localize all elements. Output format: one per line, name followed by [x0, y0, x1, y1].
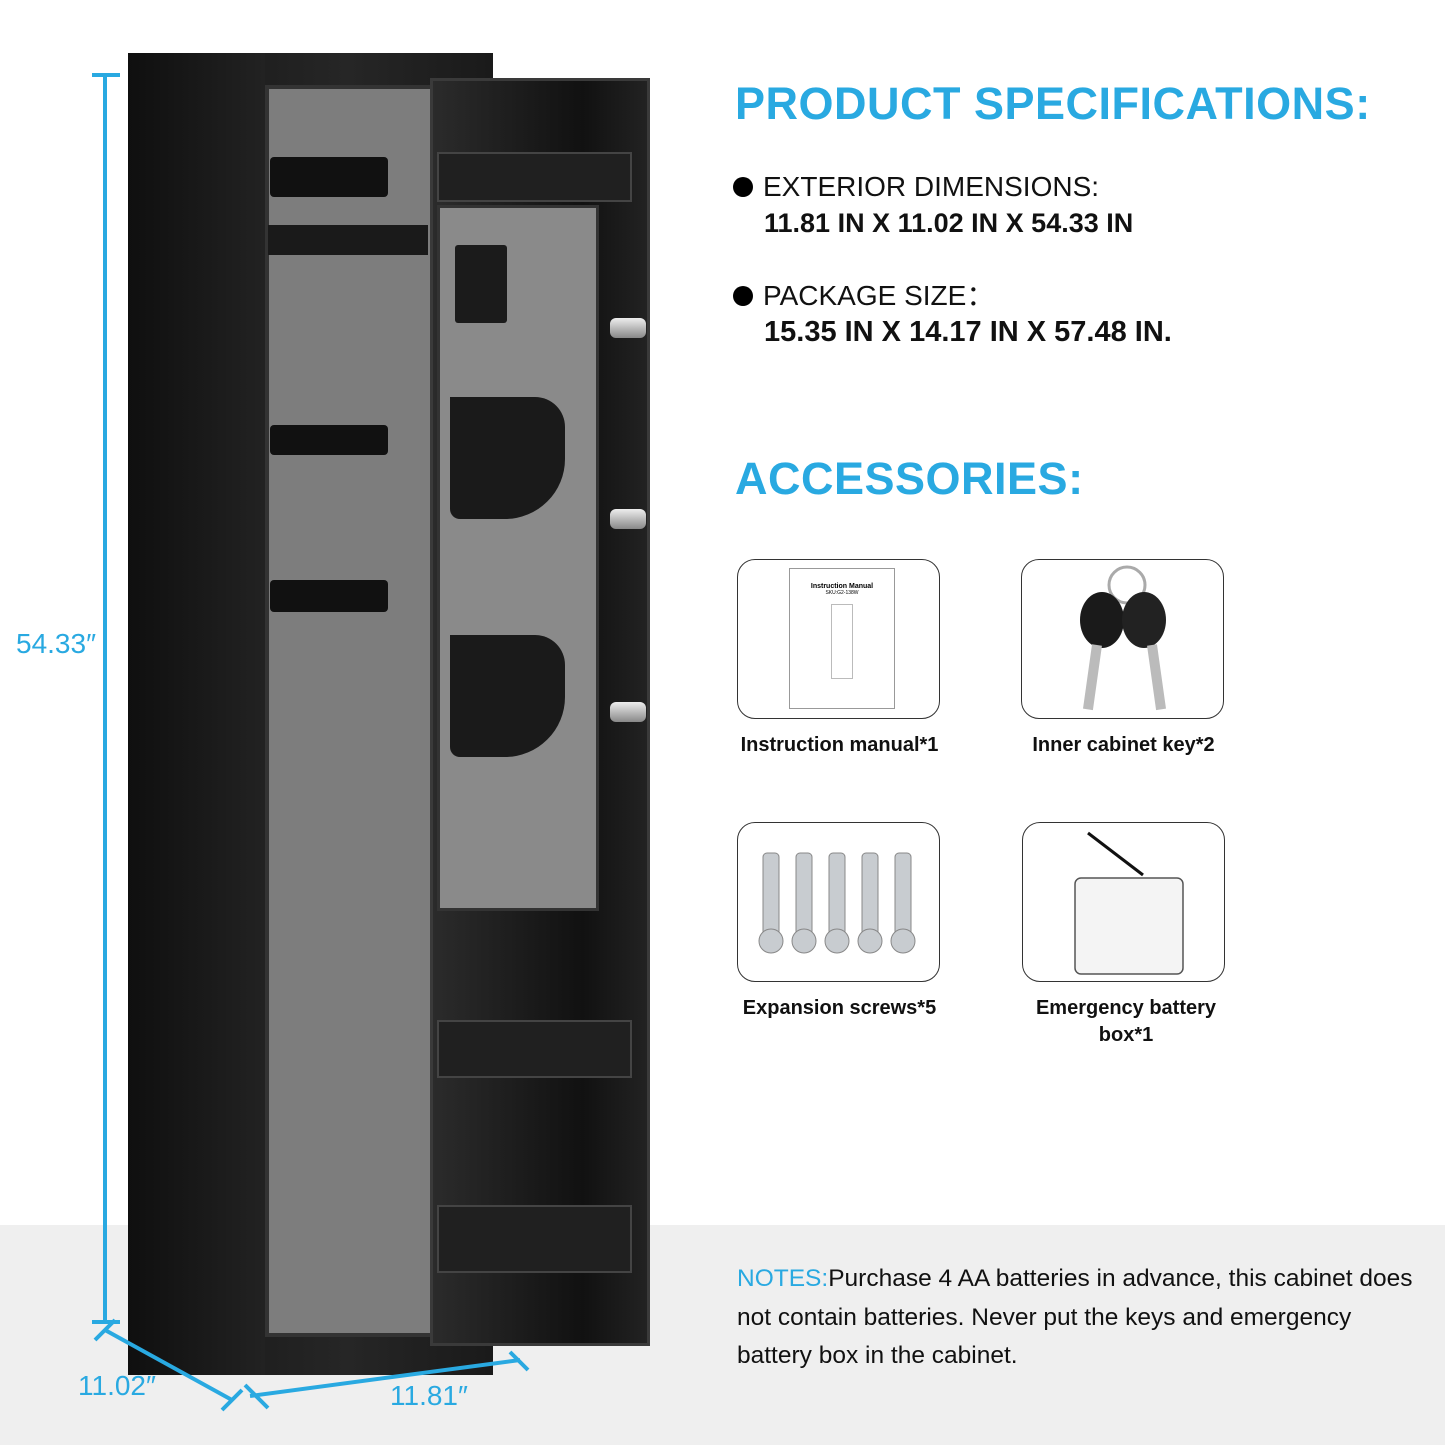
locking-bolt	[610, 509, 646, 529]
barrel-rest	[270, 425, 388, 455]
key-icon	[1021, 559, 1224, 719]
cabinet-side	[128, 53, 265, 1375]
specs-title: PRODUCT SPECIFICATIONS:	[735, 78, 1371, 129]
gun-cabinet-image: 54.33″ 11.02″ 11.81″	[0, 0, 700, 1445]
width-dimension-label: 11.81″	[390, 1380, 468, 1411]
door-bracket	[437, 1205, 632, 1273]
notes-body: Purchase 4 AA batteries in advance, this…	[737, 1265, 1413, 1369]
spec-value: 11.81 IN X 11.02 IN X 54.33 IN	[764, 208, 1134, 238]
battery-compartment	[455, 245, 507, 323]
dimension-lines	[92, 73, 530, 1412]
notes-prefix: NOTES:	[737, 1265, 829, 1292]
door-pocket	[450, 397, 565, 519]
height-dimension-label: 54.33″	[16, 628, 96, 659]
barrel-rest	[270, 580, 388, 612]
screw-icon	[737, 822, 940, 982]
door-bracket	[437, 1020, 632, 1078]
spec-label: PACKAGE SIZE：	[763, 280, 995, 311]
bullet-icon	[733, 286, 753, 306]
door-bracket	[437, 152, 632, 202]
manual-title: Instruction Manual	[810, 583, 874, 590]
door-pocket	[450, 635, 565, 757]
spec-exterior: EXTERIOR DIMENSIONS: 11.81 IN X 11.02 IN…	[733, 168, 1133, 242]
spec-value: 15.35 IN X 14.17 IN X 57.48 IN.	[764, 316, 1172, 348]
manual-sku: SKU:G2-138W	[825, 590, 859, 596]
accessory-label: Expansion screws*5	[742, 997, 937, 1019]
locking-bolt	[610, 318, 646, 338]
spec-package: PACKAGE SIZE： 15.35 IN X 14.17 IN X 57.4…	[733, 277, 1172, 351]
accessory-label: Instruction manual*1	[740, 734, 939, 756]
battery-box-icon	[1022, 822, 1225, 982]
accessories-title: ACCESSORIES:	[735, 453, 1084, 504]
notes-text: NOTES:Purchase 4 AA batteries in advance…	[737, 1260, 1427, 1376]
shelf	[268, 225, 428, 255]
bullet-icon	[733, 177, 753, 197]
accessory-label: Inner cabinet key*2	[1032, 734, 1215, 756]
spec-label: EXTERIOR DIMENSIONS:	[763, 171, 1100, 202]
door-felt-panel	[437, 205, 599, 911]
depth-dimension-label: 11.02″	[78, 1370, 156, 1401]
barrel-rest	[270, 157, 388, 197]
locking-bolt	[610, 702, 646, 722]
manual-icon: Instruction Manual SKU:G2-138W	[737, 559, 940, 719]
accessory-label: Emergency battery box*1	[1035, 997, 1217, 1046]
